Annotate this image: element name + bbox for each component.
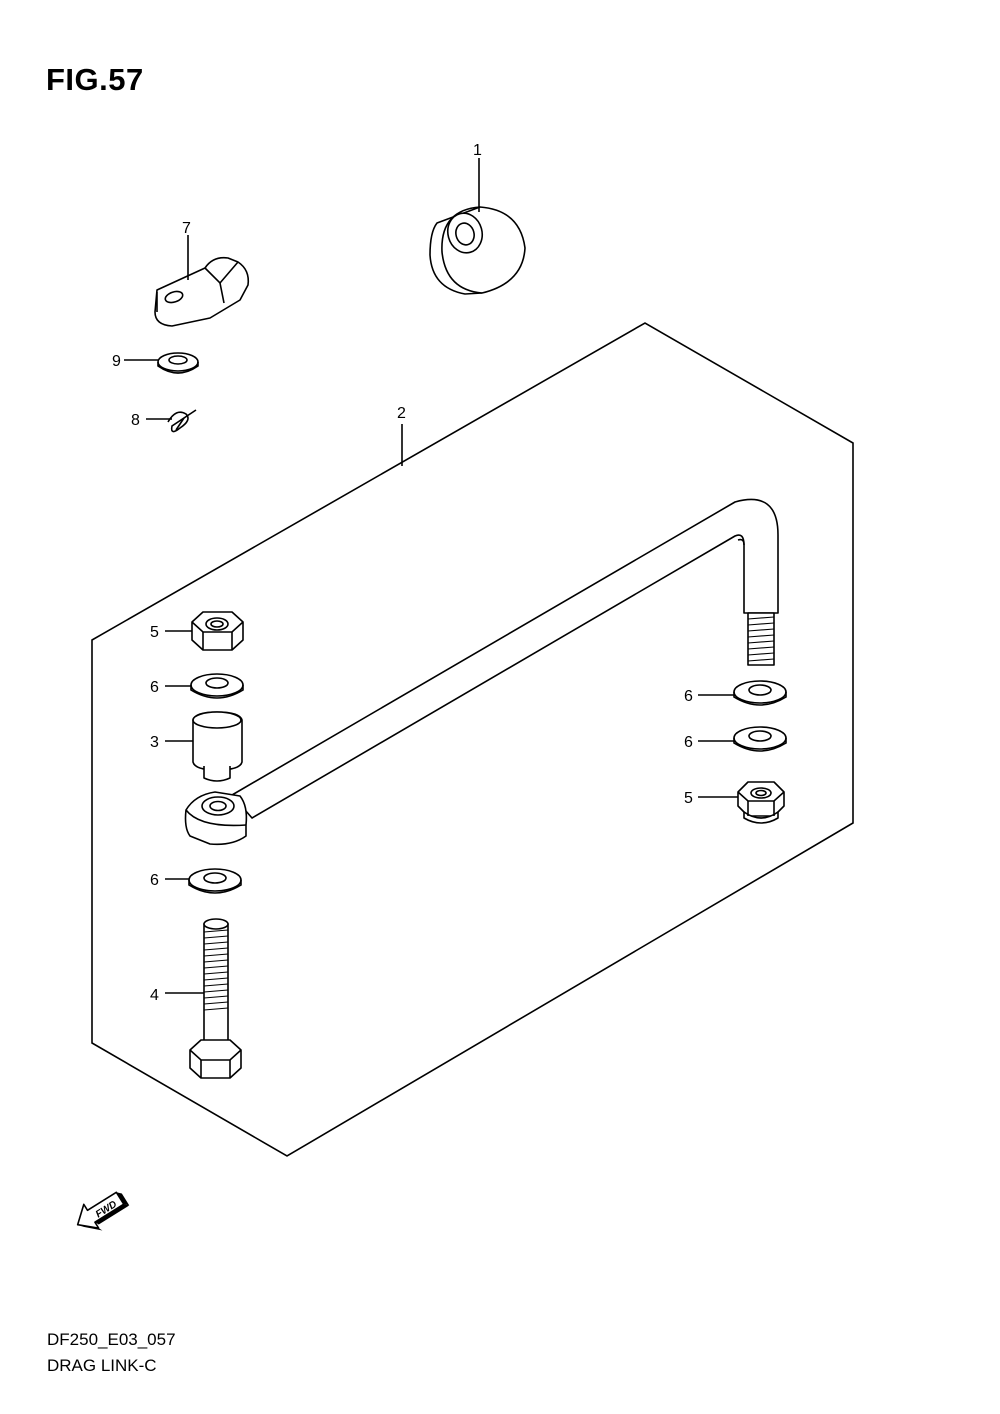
part-5-nut-right[interactable] bbox=[737, 781, 785, 824]
callout-4: 4 bbox=[150, 987, 159, 1004]
callout-5-right: 5 bbox=[684, 790, 693, 807]
part-1-bushing[interactable] bbox=[429, 206, 526, 295]
callout-3: 3 bbox=[150, 734, 159, 751]
callout-5-left: 5 bbox=[150, 624, 159, 641]
part-9-washer[interactable] bbox=[157, 352, 199, 374]
part-2-drag-link[interactable] bbox=[184, 498, 779, 846]
callout-9: 9 bbox=[112, 353, 121, 370]
callout-6-right-upper: 6 bbox=[684, 688, 693, 705]
callout-1: 1 bbox=[473, 142, 482, 159]
callout-8: 8 bbox=[131, 412, 140, 429]
callout-6-right-lower: 6 bbox=[684, 734, 693, 751]
callout-6-left-lower: 6 bbox=[150, 872, 159, 889]
part-5-nut-left[interactable] bbox=[191, 611, 244, 651]
part-4-bolt[interactable] bbox=[189, 918, 242, 1079]
callout-7: 7 bbox=[182, 220, 191, 237]
part-3-bushing[interactable] bbox=[192, 711, 243, 782]
figure-title: FIG.57 bbox=[46, 62, 144, 97]
part-6-washer-right-lower[interactable] bbox=[733, 726, 787, 752]
part-7-joint[interactable] bbox=[154, 256, 250, 327]
callout-2: 2 bbox=[397, 405, 406, 422]
assembly-outline bbox=[91, 322, 854, 1157]
part-6-washer-left-lower[interactable] bbox=[188, 868, 242, 894]
part-6-washer-left-upper[interactable] bbox=[190, 673, 244, 699]
part-6-washer-right-upper[interactable] bbox=[733, 680, 787, 706]
part-8-cotter-pin[interactable] bbox=[167, 409, 197, 433]
diagram-name: DRAG LINK-C bbox=[47, 1356, 157, 1375]
callout-6-left-upper: 6 bbox=[150, 679, 159, 696]
fwd-arrow-icon: FWD bbox=[76, 1191, 130, 1231]
model-code: DF250_E03_057 bbox=[47, 1330, 176, 1349]
